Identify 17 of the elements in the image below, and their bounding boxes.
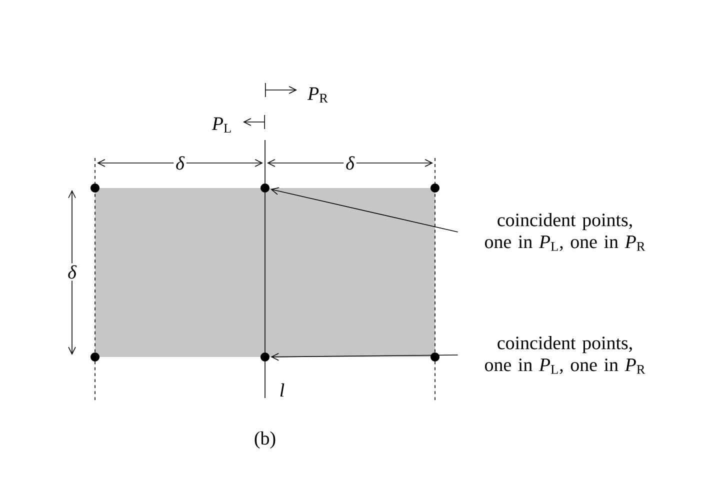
point-dot [260, 352, 270, 362]
leader-line [270, 352, 458, 361]
point-dot [430, 183, 440, 192]
dimension-label: δ [174, 154, 186, 172]
point-dot [90, 352, 100, 362]
leader-line [270, 187, 458, 232]
point-dot [90, 183, 100, 192]
region-label: P$_{R}$ [306, 85, 330, 105]
dimension-label: δ [66, 263, 78, 281]
callout-text: coincident points, one in P$_{L}$, one in P$_{R}$ [485, 336, 646, 374]
dimension-label: δ [344, 154, 356, 172]
line-label: l [277, 381, 287, 399]
callout-text: coincident points, one in P$_{L}$, one in P$_{R}$ [485, 213, 646, 251]
point-dot [260, 183, 270, 192]
caption: (b) [254, 431, 276, 449]
region-label: P$_{L}$ [210, 115, 234, 135]
point-dot [430, 352, 440, 362]
